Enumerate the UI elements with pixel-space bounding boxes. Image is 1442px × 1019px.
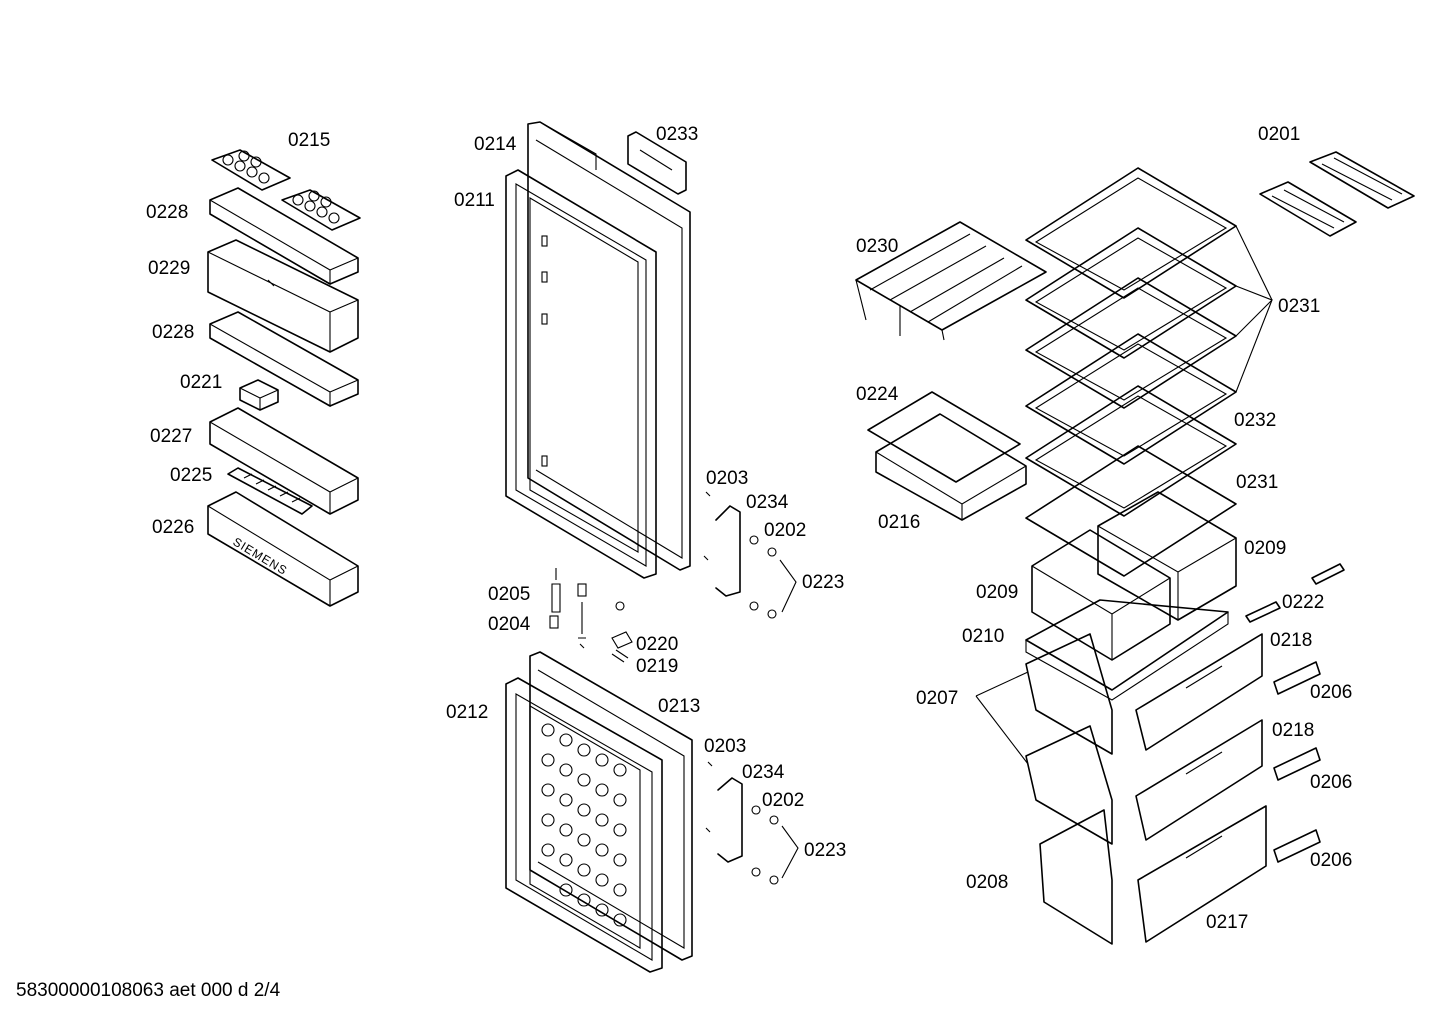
label-0218-b: 0218 [1272,720,1314,741]
interior-group [855,151,1415,945]
label-0234: 0234 [746,492,789,513]
dimple-pattern [541,723,627,927]
small-container [239,379,279,411]
door-shelves-group: SIEMENS [207,149,361,607]
label-0205: 0205 [488,584,530,605]
freezer-drawer [1025,633,1263,755]
label-0206: 0206 [1310,682,1352,703]
glass-shelf [1025,445,1237,577]
freezer-drawer [1025,719,1263,845]
trim-strip [1245,601,1281,623]
label-0231: 0231 [1278,296,1320,317]
label-0227: 0227 [150,426,192,447]
label-0228: 0228 [146,202,188,223]
bottle-rack [855,221,1047,341]
label-0232: 0232 [1234,410,1276,431]
label-0215: 0215 [288,130,330,151]
label-0202-b: 0202 [762,790,804,811]
callout-labels: 0215 0228 0229 0228 0221 0227 0225 0226 … [146,124,1352,933]
hinge-parts [549,491,797,663]
label-0219: 0219 [636,656,678,677]
bottle-grille [227,467,313,515]
label-0218: 0218 [1270,630,1312,651]
handle-strip [1273,829,1321,863]
label-0211: 0211 [454,190,495,211]
label-0210: 0210 [962,626,1004,647]
label-0226: 0226 [152,517,194,538]
freezer-drawer-bottom [1039,805,1267,945]
egg-tray [281,189,361,231]
dairy-compartment [207,239,359,353]
crisper-drawer [867,391,1027,521]
storage-box [1097,491,1237,621]
label-0223: 0223 [802,572,844,593]
label-0213: 0213 [658,696,700,717]
storage-box [1031,529,1171,661]
egg-tray [211,149,291,191]
handle-strip [1273,747,1321,781]
door-shelf-upper [209,187,359,285]
label-0223-b: 0223 [804,840,846,861]
label-0216: 0216 [878,512,920,533]
trim-strip [1311,563,1345,585]
label-0212: 0212 [446,702,488,723]
label-0228-b: 0228 [152,322,194,343]
label-0208: 0208 [966,872,1008,893]
label-0207: 0207 [916,688,958,709]
label-0206-b: 0206 [1310,772,1352,793]
door-shelf-lower [209,407,359,515]
glass-shelf [1025,385,1237,517]
handle-strip [1273,661,1321,695]
label-0231-b: 0231 [1236,472,1278,493]
lower-door-group [505,651,799,973]
label-0222: 0222 [1282,592,1324,613]
label-0217: 0217 [1206,912,1248,933]
upper-door-group [505,121,691,579]
label-0225: 0225 [170,465,212,486]
door-shelf-middle [209,311,359,407]
drawer-tray [1025,599,1229,701]
label-0224: 0224 [856,384,899,405]
document-reference: 58300000108063 aet 000 d 2/4 [16,980,281,1001]
label-0206-c: 0206 [1310,850,1352,871]
glass-shelf [1025,277,1237,409]
label-0204: 0204 [488,614,531,635]
label-0209: 0209 [1244,538,1286,559]
label-0201: 0201 [1258,124,1300,145]
label-0233: 0233 [656,124,698,145]
label-0230: 0230 [856,236,898,257]
label-0234-b: 0234 [742,762,785,783]
label-0202: 0202 [764,520,806,541]
label-0203: 0203 [706,468,748,489]
label-0209-b: 0209 [976,582,1018,603]
label-0203-b: 0203 [704,736,746,757]
bottle-shelf: SIEMENS [207,491,359,607]
label-0229: 0229 [148,258,190,279]
ice-tray [1259,181,1357,237]
brand-logo: SIEMENS [230,535,290,578]
label-0220: 0220 [636,634,678,655]
label-0214: 0214 [474,134,517,155]
ice-tray [1309,151,1415,209]
label-0221: 0221 [180,372,222,393]
